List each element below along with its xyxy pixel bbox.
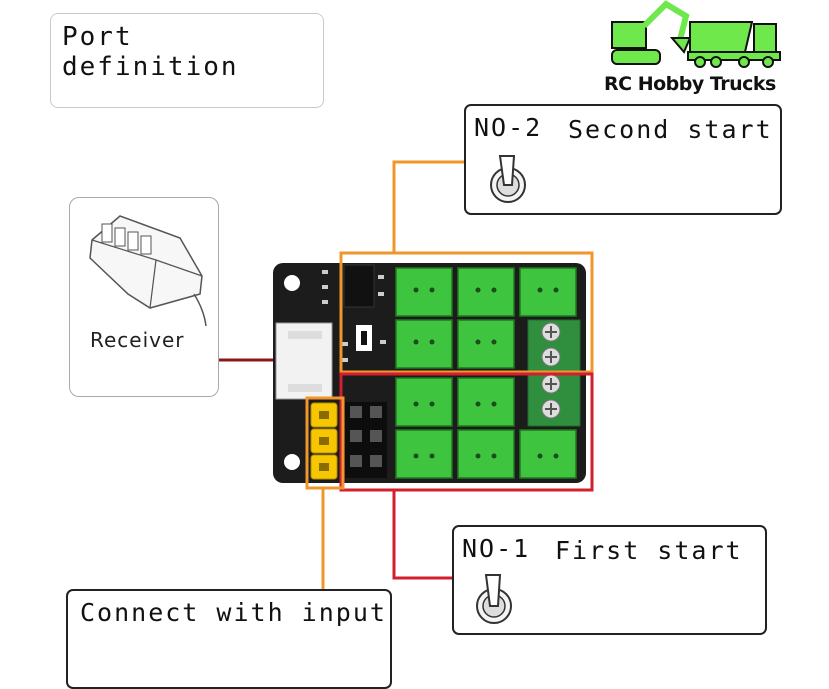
- no1-callout-box: NO-1 First start: [452, 525, 767, 635]
- no2-region-frame: [339, 251, 594, 374]
- input-pins-frame: [305, 396, 345, 490]
- input-description: Connect with input: [80, 598, 387, 627]
- receiver-icon: [89, 215, 207, 327]
- toggle-switch-icon: [476, 574, 512, 624]
- no1-region-frame: [339, 372, 594, 492]
- input-callout-box: Connect with input: [66, 589, 392, 689]
- toggle-switch-icon: [490, 155, 526, 203]
- port-definition-title: Port definition: [62, 22, 239, 82]
- no2-label: NO-2: [474, 113, 543, 142]
- port-definition-box: Port definition: [50, 13, 324, 108]
- receiver-box: Receiver: [69, 197, 219, 397]
- receiver-label: Receiver: [90, 328, 185, 352]
- no2-description: Second start: [568, 115, 773, 144]
- no1-label: NO-1: [462, 534, 531, 563]
- no1-description: First start: [555, 536, 743, 565]
- no2-callout-box: NO-2 Second start: [464, 104, 782, 215]
- brand-name: RC Hobby Trucks: [604, 73, 776, 95]
